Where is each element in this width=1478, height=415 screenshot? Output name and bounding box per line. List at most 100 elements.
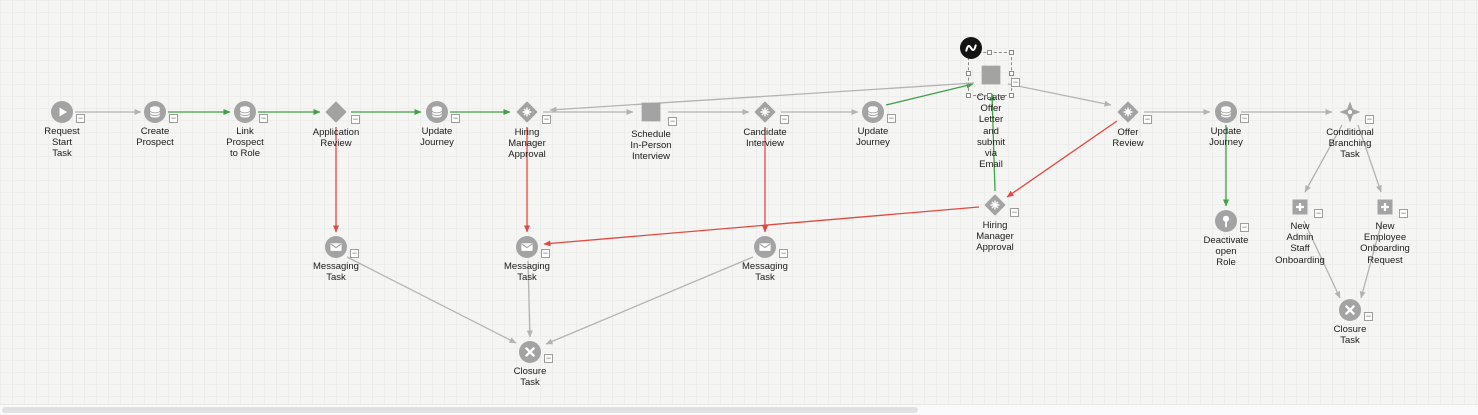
node-label: Link Prospect to Role: [226, 126, 264, 160]
collapse-toggle[interactable]: −: [544, 353, 553, 363]
node-hiring-manager-approval-2[interactable]: − Hiring Manager Approval: [963, 192, 1027, 254]
node-label: Request Start Task: [44, 126, 80, 160]
collapse-toggle[interactable]: −: [1011, 77, 1020, 87]
edge-hma-2-to-create-offer[interactable]: [989, 93, 996, 192]
edge-conditional-to-new-employee[interactable]: [1357, 124, 1382, 193]
collapse-toggle[interactable]: −: [169, 113, 178, 123]
selection-handle[interactable]: [966, 93, 971, 98]
selection-handle[interactable]: [1009, 71, 1014, 76]
collapse-toggle[interactable]: −: [887, 113, 896, 123]
selection-handle[interactable]: [1009, 93, 1014, 98]
node-messaging-task-2[interactable]: − Messaging Task: [495, 235, 559, 283]
collapse-toggle[interactable]: −: [542, 114, 551, 124]
approval-diamond-icon: [1115, 99, 1141, 125]
node-application-review[interactable]: − Application Review: [304, 99, 368, 149]
node-messaging-task-1[interactable]: − Messaging Task: [304, 235, 368, 283]
edge-offer-review-to-hma-2[interactable]: [1006, 120, 1118, 198]
selection-handle[interactable]: [987, 50, 992, 55]
collapse-toggle[interactable]: −: [780, 114, 789, 124]
pin-icon: [1214, 209, 1238, 233]
collapse-toggle[interactable]: −: [1010, 207, 1019, 217]
selection-handle[interactable]: [987, 93, 992, 98]
node-request-start-task[interactable]: − Request Start Task: [30, 100, 94, 160]
node-messaging-task-3[interactable]: − Messaging Task: [733, 235, 797, 283]
node-label: Deactivate open Role: [1203, 235, 1249, 269]
database-icon: [143, 100, 167, 124]
edge-create-offer-to-hma-1[interactable]: [549, 82, 975, 113]
collapse-toggle[interactable]: −: [1143, 114, 1152, 124]
database-icon: [1214, 100, 1238, 124]
edge-messaging-3-to-closure-1[interactable]: [545, 256, 754, 345]
node-label: Application Review: [312, 127, 360, 150]
edge-hma-2-to-messaging-2[interactable]: [543, 206, 980, 247]
selection-handle[interactable]: [966, 71, 971, 76]
plus-square-icon: [1373, 195, 1397, 219]
node-label: Update Journey: [420, 126, 454, 149]
node-label: Schedule In-Person Interview: [630, 129, 672, 163]
horizontal-scrollbar[interactable]: [0, 404, 1478, 415]
node-label: Hiring Manager Approval: [508, 127, 546, 161]
diamond-icon: [323, 99, 349, 125]
close-circle-icon: [1338, 298, 1362, 322]
node-deactivate-open-role[interactable]: − Deactivate open Role: [1194, 209, 1258, 269]
collapse-toggle[interactable]: −: [1314, 208, 1323, 218]
collapse-toggle[interactable]: −: [779, 248, 788, 258]
node-conditional-branching-task[interactable]: − Conditional Branching Task: [1318, 99, 1382, 161]
integration-badge-icon[interactable]: [959, 36, 983, 60]
node-candidate-interview[interactable]: − Candidate Interview: [733, 99, 797, 149]
node-label: Closure Task: [1333, 324, 1367, 347]
node-label: Create Prospect: [136, 126, 174, 149]
database-icon: [861, 100, 885, 124]
edge-new-employee-to-closure-2[interactable]: [1359, 220, 1383, 299]
node-label: Hiring Manager Approval: [976, 220, 1014, 254]
node-create-offer-letter[interactable]: − Create Offer Letter and submit via Ema…: [959, 60, 1023, 170]
node-label: Closure Task: [513, 366, 547, 389]
collapse-toggle[interactable]: −: [76, 113, 85, 123]
node-offer-review[interactable]: − Offer Review: [1096, 99, 1160, 149]
collapse-toggle[interactable]: −: [541, 248, 550, 258]
node-label: Messaging Task: [313, 261, 359, 284]
edge-messaging-2-to-closure-1[interactable]: [526, 260, 533, 338]
node-link-prospect-to-role[interactable]: − Link Prospect to Role: [213, 100, 277, 160]
node-label: Conditional Branching Task: [1326, 127, 1374, 161]
node-closure-task-1[interactable]: − Closure Task: [498, 340, 562, 388]
scrollbar-thumb[interactable]: [2, 407, 919, 413]
edge-create-offer-to-offer-review[interactable]: [1007, 83, 1112, 107]
database-icon: [233, 100, 257, 124]
node-closure-task-2[interactable]: − Closure Task: [1318, 298, 1382, 346]
node-label: Candidate Interview: [743, 127, 787, 150]
collapse-toggle[interactable]: −: [259, 113, 268, 123]
node-schedule-in-person-interview[interactable]: − Schedule In-Person Interview: [619, 97, 683, 163]
collapse-toggle[interactable]: −: [1399, 208, 1408, 218]
node-new-employee-onboarding-request[interactable]: − New Employee Onboarding Request: [1353, 195, 1417, 266]
collapse-toggle[interactable]: −: [1365, 114, 1374, 124]
collapse-toggle[interactable]: −: [451, 113, 460, 123]
edge-conditional-to-new-admin[interactable]: [1304, 124, 1343, 193]
edge-messaging-1-to-closure-1[interactable]: [346, 256, 517, 344]
collapse-toggle[interactable]: −: [668, 116, 677, 126]
plus-square-icon: [1288, 195, 1312, 219]
collapse-toggle[interactable]: −: [351, 114, 360, 124]
node-label: Messaging Task: [504, 261, 550, 284]
approval-diamond-icon: [982, 192, 1008, 218]
node-label: Update Journey: [856, 126, 890, 149]
collapse-toggle[interactable]: −: [1240, 222, 1249, 232]
selection-handle[interactable]: [1009, 50, 1014, 55]
edge-update-journey-2-to-create-offer[interactable]: [885, 82, 974, 106]
collapse-toggle[interactable]: −: [1364, 311, 1373, 321]
node-label: New Employee Onboarding Request: [1360, 221, 1410, 266]
edge-new-admin-to-closure-2[interactable]: [1303, 220, 1341, 299]
node-hiring-manager-approval-1[interactable]: − Hiring Manager Approval: [495, 99, 559, 161]
node-update-journey-3[interactable]: − Update Journey: [1194, 100, 1258, 148]
node-update-journey-1[interactable]: − Update Journey: [405, 100, 469, 148]
approval-diamond-icon: [752, 99, 778, 125]
node-update-journey-2[interactable]: − Update Journey: [841, 100, 905, 148]
node-new-admin-staff-onboarding[interactable]: − New Admin Staff Onboarding: [1268, 195, 1332, 266]
collapse-toggle[interactable]: −: [1240, 113, 1249, 123]
envelope-icon: [753, 235, 777, 259]
task-square-icon: [636, 97, 666, 127]
collapse-toggle[interactable]: −: [350, 248, 359, 258]
node-create-prospect[interactable]: − Create Prospect: [123, 100, 187, 148]
